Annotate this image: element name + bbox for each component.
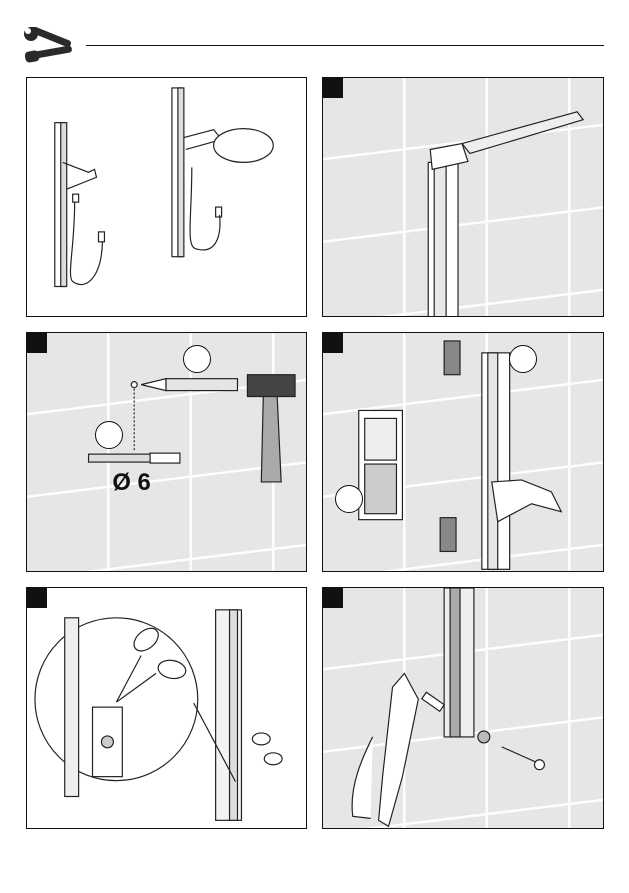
callout-circle <box>335 485 363 513</box>
overview-panel <box>26 77 307 317</box>
drill-size-label: Ø 6 <box>112 469 150 496</box>
callout-circle <box>509 345 537 373</box>
step-4-panel <box>26 587 307 829</box>
step-5-panel <box>322 587 604 829</box>
callout-circle <box>183 345 211 373</box>
step-number-badge <box>323 588 343 608</box>
step-number-badge <box>27 333 47 353</box>
step-1-panel <box>322 77 604 317</box>
callout-circle <box>95 421 123 449</box>
drill-hammer-illustration: Ø 6 <box>27 333 306 571</box>
step-3-panel <box>322 332 604 572</box>
step-number-badge <box>27 588 47 608</box>
silicone-screw-illustration <box>323 588 603 828</box>
step-2-panel: Ø 6 <box>26 332 307 572</box>
shower-rail-overview-illustration <box>27 78 306 316</box>
step-number-badge <box>323 333 343 353</box>
wrench-screwdriver-icon <box>22 27 78 65</box>
adhesive-pad-illustration <box>323 333 603 571</box>
rail-bracket-illustration <box>323 78 603 316</box>
header-rule <box>86 45 604 46</box>
step-number-badge <box>323 78 343 98</box>
scissors-cut-illustration <box>27 588 306 828</box>
